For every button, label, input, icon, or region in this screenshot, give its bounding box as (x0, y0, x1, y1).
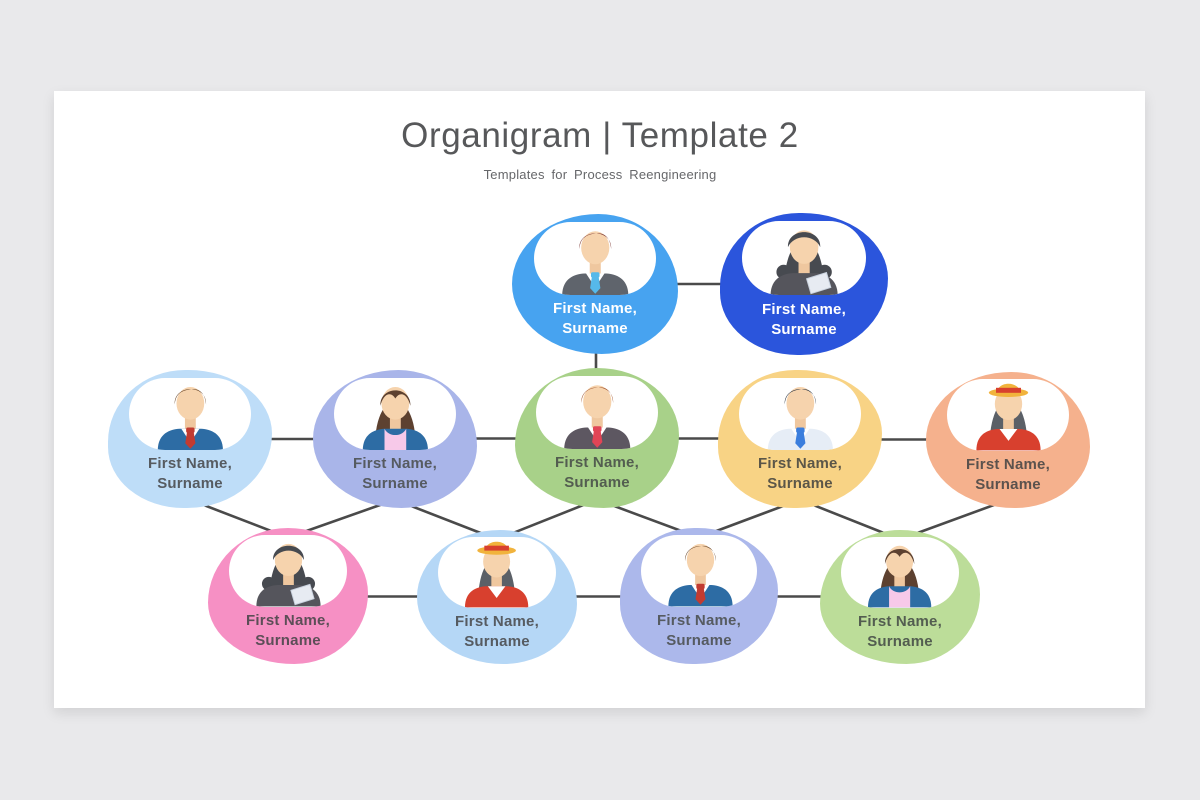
slide-header: Organigram | Template 2 Templates for Pr… (0, 116, 1200, 182)
avatar-window (533, 221, 657, 296)
avatar-window (437, 537, 557, 608)
node-label: First Name, Surname (108, 454, 272, 494)
node-label: First Name, Surname (417, 612, 577, 652)
node-label-line1: First Name, (858, 612, 942, 630)
person-avatar-woman-papers (256, 544, 321, 607)
node-label: First Name, Surname (313, 454, 477, 494)
page-subtitle: Templates for Process Reengineering (483, 167, 717, 182)
avatar-window (947, 379, 1069, 451)
node-label: First Name, Surname (718, 454, 882, 494)
node-label: First Name, Surname (720, 300, 888, 340)
avatar-window (536, 375, 658, 450)
node-label-line1: First Name, (148, 455, 232, 473)
person-avatar-woman-pink (362, 386, 428, 451)
node-label: First Name, Surname (926, 455, 1090, 495)
avatar-window (739, 377, 861, 451)
person-avatar-woman-papers (770, 230, 838, 296)
person-avatar-man-gray (564, 384, 631, 450)
avatar-window (129, 377, 251, 451)
node-label-line2: Surname (362, 475, 428, 493)
node-label: First Name, Surname (820, 612, 980, 652)
node-label-line2: Surname (975, 475, 1041, 493)
node-label-line1: First Name, (455, 612, 539, 630)
node-label-line1: First Name, (353, 455, 437, 473)
avatar-window (228, 535, 348, 607)
node-label: First Name, Surname (515, 453, 679, 493)
node-label-line2: Surname (157, 475, 223, 493)
org-node-m3[interactable]: First Name, Surname (515, 368, 679, 508)
person-avatar-woman-pink (868, 546, 932, 608)
node-label-line2: Surname (255, 631, 321, 649)
node-label-line1: First Name, (758, 455, 842, 473)
org-node-b1[interactable]: First Name, Surname (208, 528, 368, 664)
node-label-line1: First Name, (762, 300, 846, 318)
person-avatar-man-blue (667, 544, 733, 607)
org-node-t2[interactable]: First Name, Surname (720, 213, 888, 355)
avatar-window (840, 537, 960, 608)
org-node-b2[interactable]: First Name, Surname (417, 530, 577, 664)
person-avatar-man-blue (157, 386, 223, 451)
avatar-window (640, 535, 758, 607)
node-label-line2: Surname (564, 474, 630, 492)
org-node-m2[interactable]: First Name, Surname (313, 370, 477, 508)
node-label-line1: First Name, (246, 611, 330, 629)
person-avatar-woman-hat (465, 542, 529, 608)
node-label-line2: Surname (767, 475, 833, 493)
org-node-m5[interactable]: First Name, Surname (926, 372, 1090, 508)
org-node-m1[interactable]: First Name, Surname (108, 370, 272, 508)
node-label-line1: First Name, (966, 455, 1050, 473)
node-label: First Name, Surname (208, 611, 368, 651)
avatar-window (334, 377, 456, 451)
node-label-line1: First Name, (553, 300, 637, 318)
node-label-line2: Surname (666, 631, 732, 649)
node-label-line1: First Name, (657, 611, 741, 629)
node-label-line1: First Name, (555, 454, 639, 472)
org-node-m4[interactable]: First Name, Surname (718, 370, 882, 508)
node-label-line2: Surname (562, 320, 628, 338)
org-node-b3[interactable]: First Name, Surname (620, 528, 778, 664)
org-node-b4[interactable]: First Name, Surname (820, 530, 980, 664)
org-node-t1[interactable]: First Name, Surname (512, 214, 678, 354)
node-label-line2: Surname (771, 320, 837, 338)
avatar-window (741, 220, 867, 296)
node-label-line2: Surname (464, 632, 530, 650)
node-label: First Name, Surname (512, 299, 678, 339)
node-label-line2: Surname (867, 632, 933, 650)
person-avatar-man-maroon (561, 230, 629, 296)
node-label: First Name, Surname (620, 611, 778, 651)
person-avatar-man-black (767, 386, 833, 451)
person-avatar-woman-hat (975, 384, 1041, 451)
page-title: Organigram | Template 2 (401, 116, 799, 155)
